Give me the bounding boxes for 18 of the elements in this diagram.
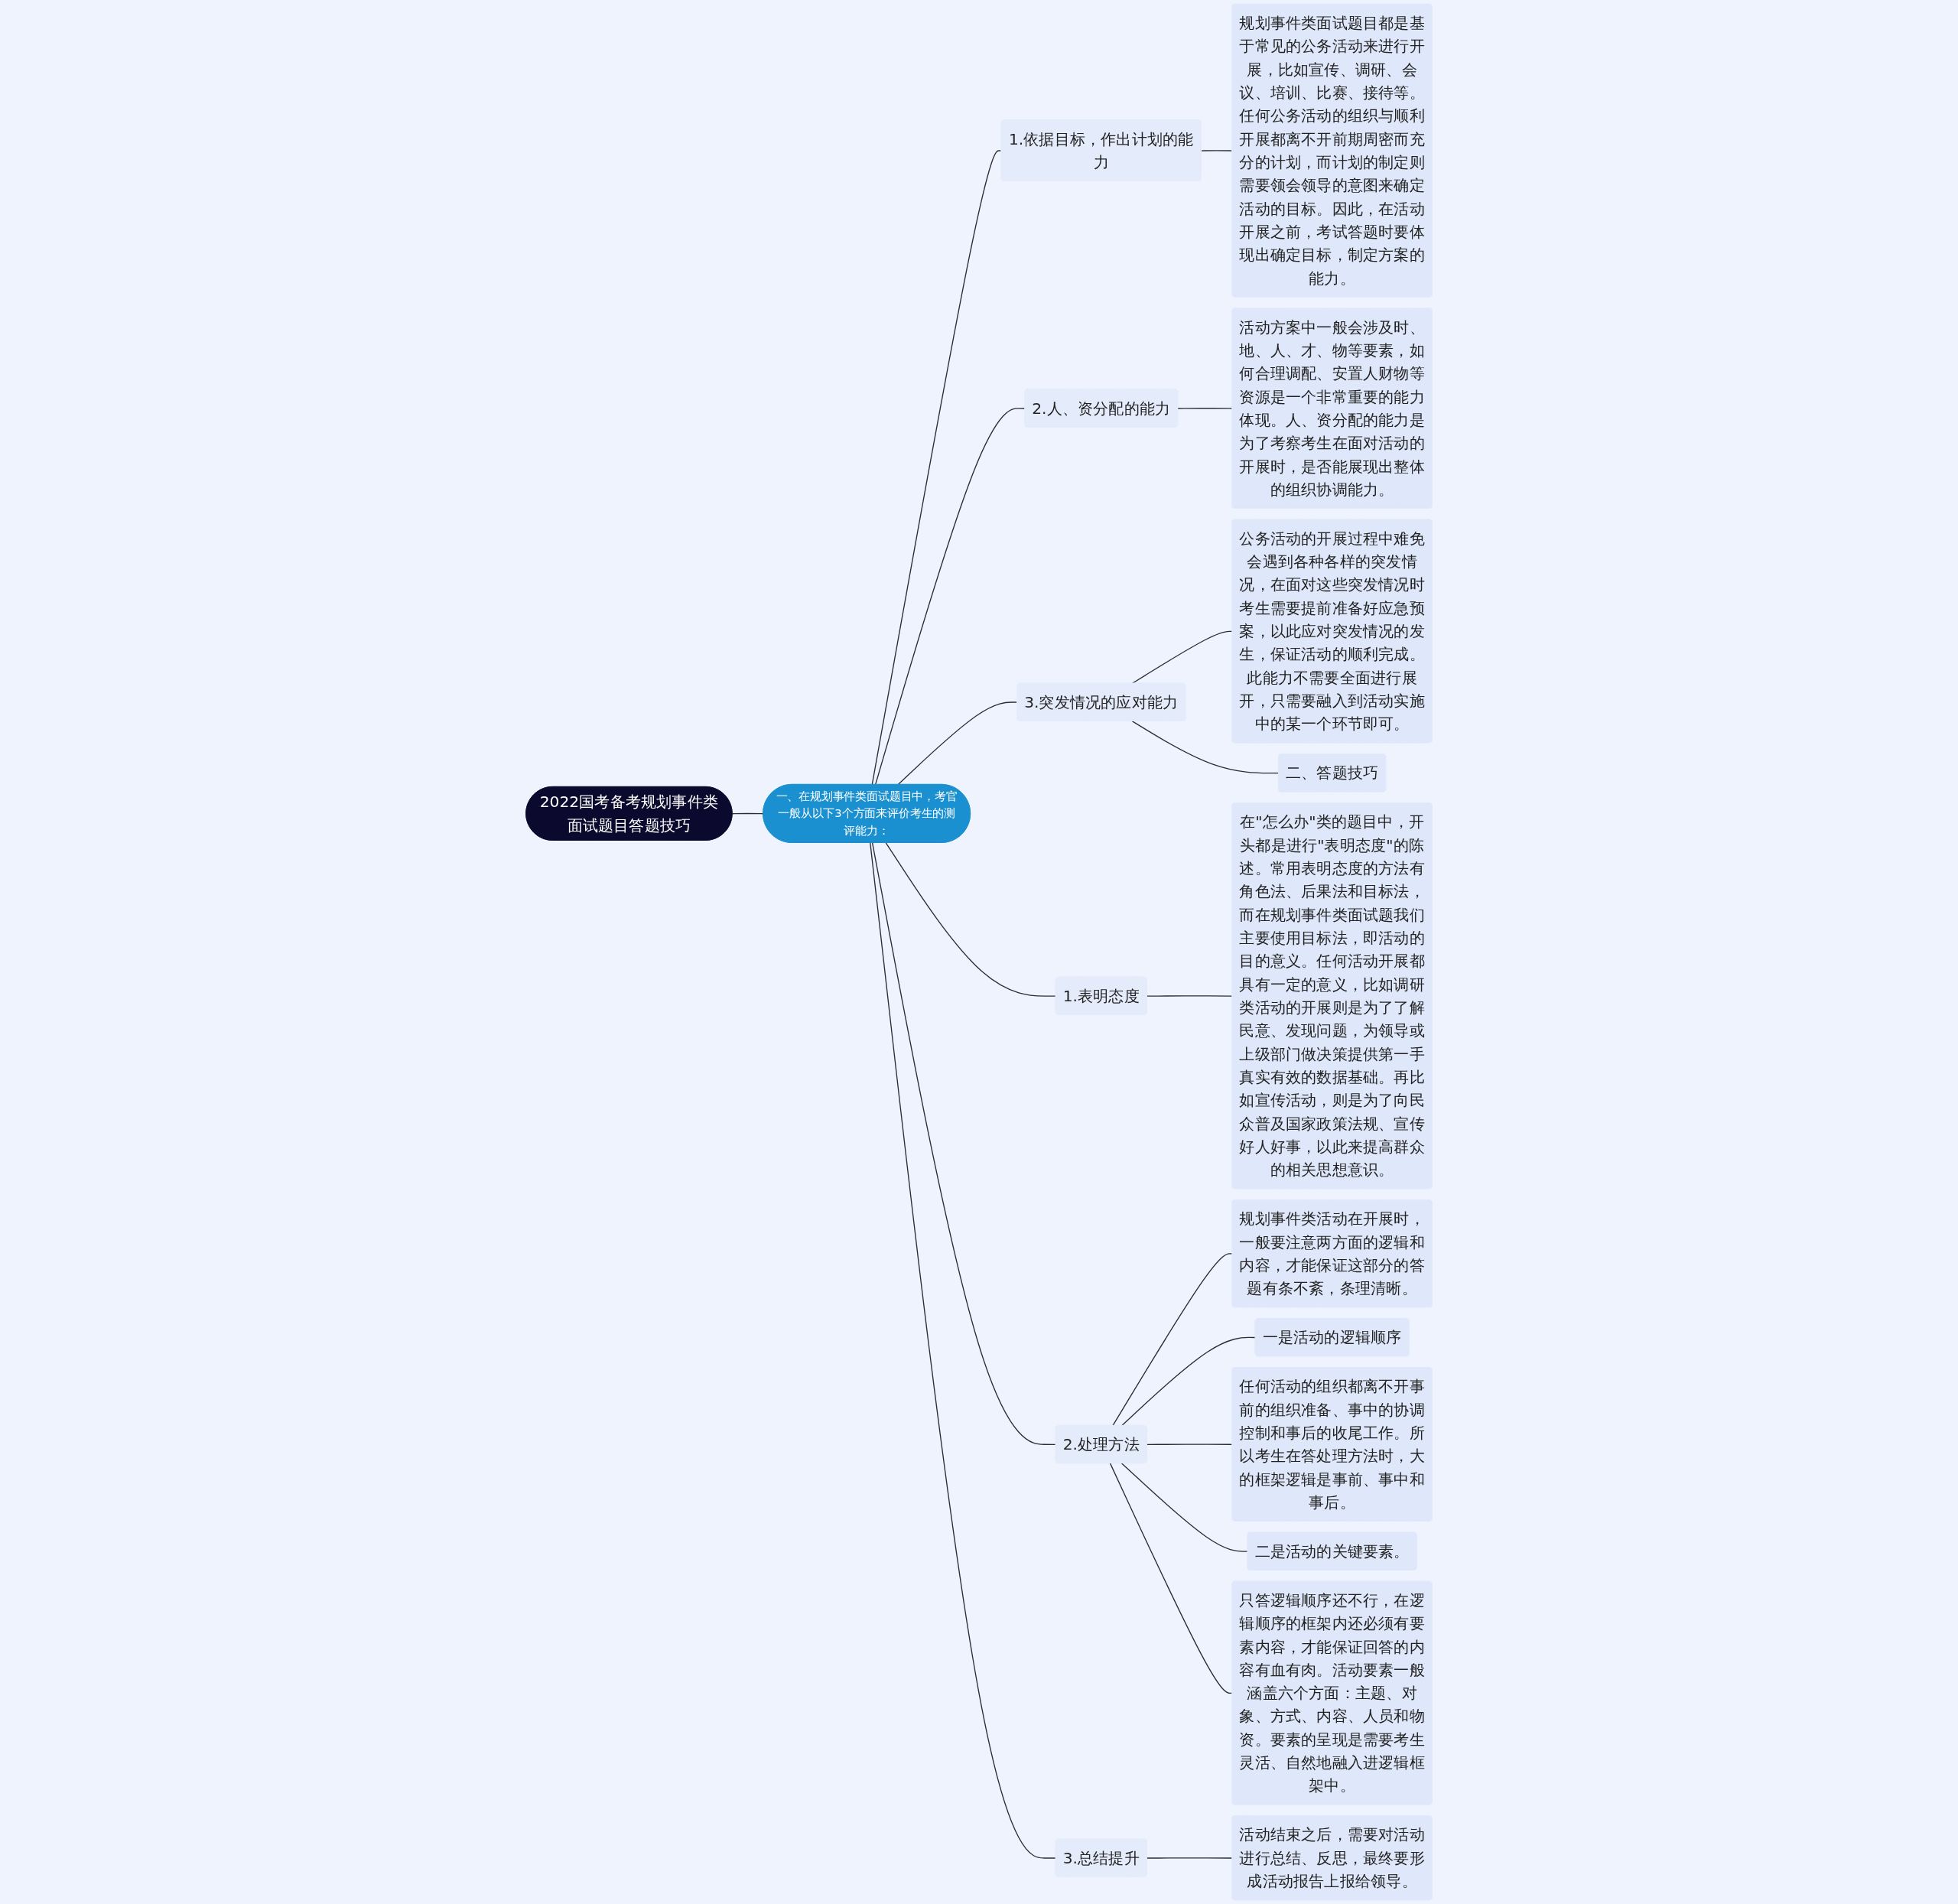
connector [1146,995,1233,997]
connector [897,701,1018,786]
connector [874,408,1026,786]
connector [1120,1463,1249,1552]
connector [885,842,1057,997]
connector [1131,720,1280,774]
connector [1120,1336,1257,1427]
connector [1109,1463,1233,1694]
connector [871,842,1057,1445]
connector [871,150,1003,786]
connector [731,812,764,815]
connector [1131,630,1233,685]
connector [1146,1443,1233,1445]
connector [1177,408,1233,409]
connector [1112,1253,1233,1427]
connector [870,842,1057,1859]
connector [1201,150,1233,151]
connector [1146,1857,1233,1859]
